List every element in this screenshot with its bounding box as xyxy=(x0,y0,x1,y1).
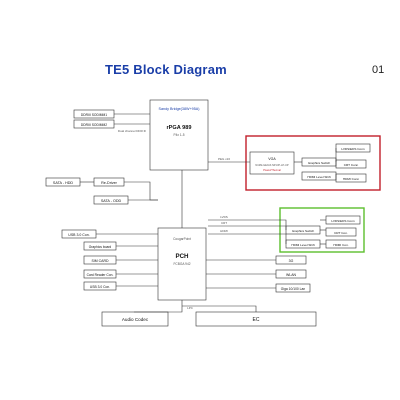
g3-label: 3G xyxy=(289,259,294,263)
lpc-label: LPC xyxy=(187,306,194,310)
diagram-title: TE5 Block Diagram xyxy=(105,62,227,77)
igfx-switch-label: Graphics Switch xyxy=(292,229,315,233)
cpu-box xyxy=(149,99,209,171)
lan-label: Giga 10/100 Lan xyxy=(281,287,306,291)
audio-codec-label: Audio Codec xyxy=(122,317,149,322)
usb3-label: USB 3.0 Con. xyxy=(68,233,89,237)
dgpu-out3-label: HDMI Conn xyxy=(343,177,359,181)
igfx-hdmi-label: HDMI Level Shift xyxy=(291,243,314,247)
dgpu-switch-label: Graphics Switch xyxy=(308,161,331,165)
graphics-board-label: Graphics board xyxy=(89,245,112,249)
memory-bus-label: Dual channel DDR III xyxy=(118,129,146,133)
dgpu-out1-label: LVDS/EDS Conn xyxy=(341,147,365,151)
wlan-label: WLAN xyxy=(286,273,297,277)
card-reader-label: Card Reader Con. xyxy=(87,273,114,277)
sata-odd-label: SATA - ODD xyxy=(101,199,122,203)
dimm1-label: DDRIII SODIMM1 xyxy=(81,113,107,117)
dgpu-hdmi-label: HDMI Level Shift xyxy=(307,175,330,179)
peg-label: PEG x16 xyxy=(218,157,230,161)
igfx-frame xyxy=(279,207,365,253)
cpu-socket: rPGA 989 xyxy=(167,125,192,131)
igfx-out1-label: LVDS/EDS Conn xyxy=(331,219,355,223)
block-diagram-canvas: Sandy Bridge(38W+95A) rPGA 989 P4x 1-5 D… xyxy=(45,99,381,327)
dgpu-frame xyxy=(245,135,381,191)
dgpu-out2-box xyxy=(335,159,367,169)
dgpu-out2-label: CRT Conn xyxy=(344,163,359,167)
cpu-name: Sandy Bridge(38W+95A) xyxy=(159,107,200,111)
link1-label: LVDS xyxy=(220,215,228,219)
pch-subtitle: CougarPoint xyxy=(173,237,191,241)
igfx-out2-label: CRT Con. xyxy=(334,231,348,235)
page-number: 01 xyxy=(372,64,385,76)
igfx-out2-box xyxy=(325,227,357,237)
vga-power-label: Power/Thermal xyxy=(263,168,281,172)
redriver-label: Re-Driver xyxy=(101,181,118,185)
block-diagram: Sandy Bridge(38W+95A) rPGA 989 P4x 1-5 D… xyxy=(10,50,390,330)
cpu-sub: P4x 1-5 xyxy=(174,133,185,137)
pch-name: PCH xyxy=(175,253,189,260)
link3-label: HDMI xyxy=(220,229,228,233)
igfx-out3-label: HDMI Con. xyxy=(333,243,348,247)
link2-label: CRT xyxy=(221,221,227,225)
ec-label: EC xyxy=(253,317,260,323)
usb3-conn-label: USB 3.0 Con. xyxy=(90,285,110,289)
sim-label: SIM CARD xyxy=(91,259,109,263)
dimm2-label: DDRIII SODIMM2 xyxy=(81,123,107,127)
vga-chip-sub: N13M-GE/GS NP-DP-LP-UP xyxy=(255,163,289,167)
vga-chip-label: VGA xyxy=(268,157,276,161)
vga-box xyxy=(249,151,295,175)
pch-pkg: FCBGA 942 xyxy=(173,262,190,266)
sata-hdd-label: SATA - HDD xyxy=(53,181,73,185)
dgpu-out3-box xyxy=(335,173,367,183)
